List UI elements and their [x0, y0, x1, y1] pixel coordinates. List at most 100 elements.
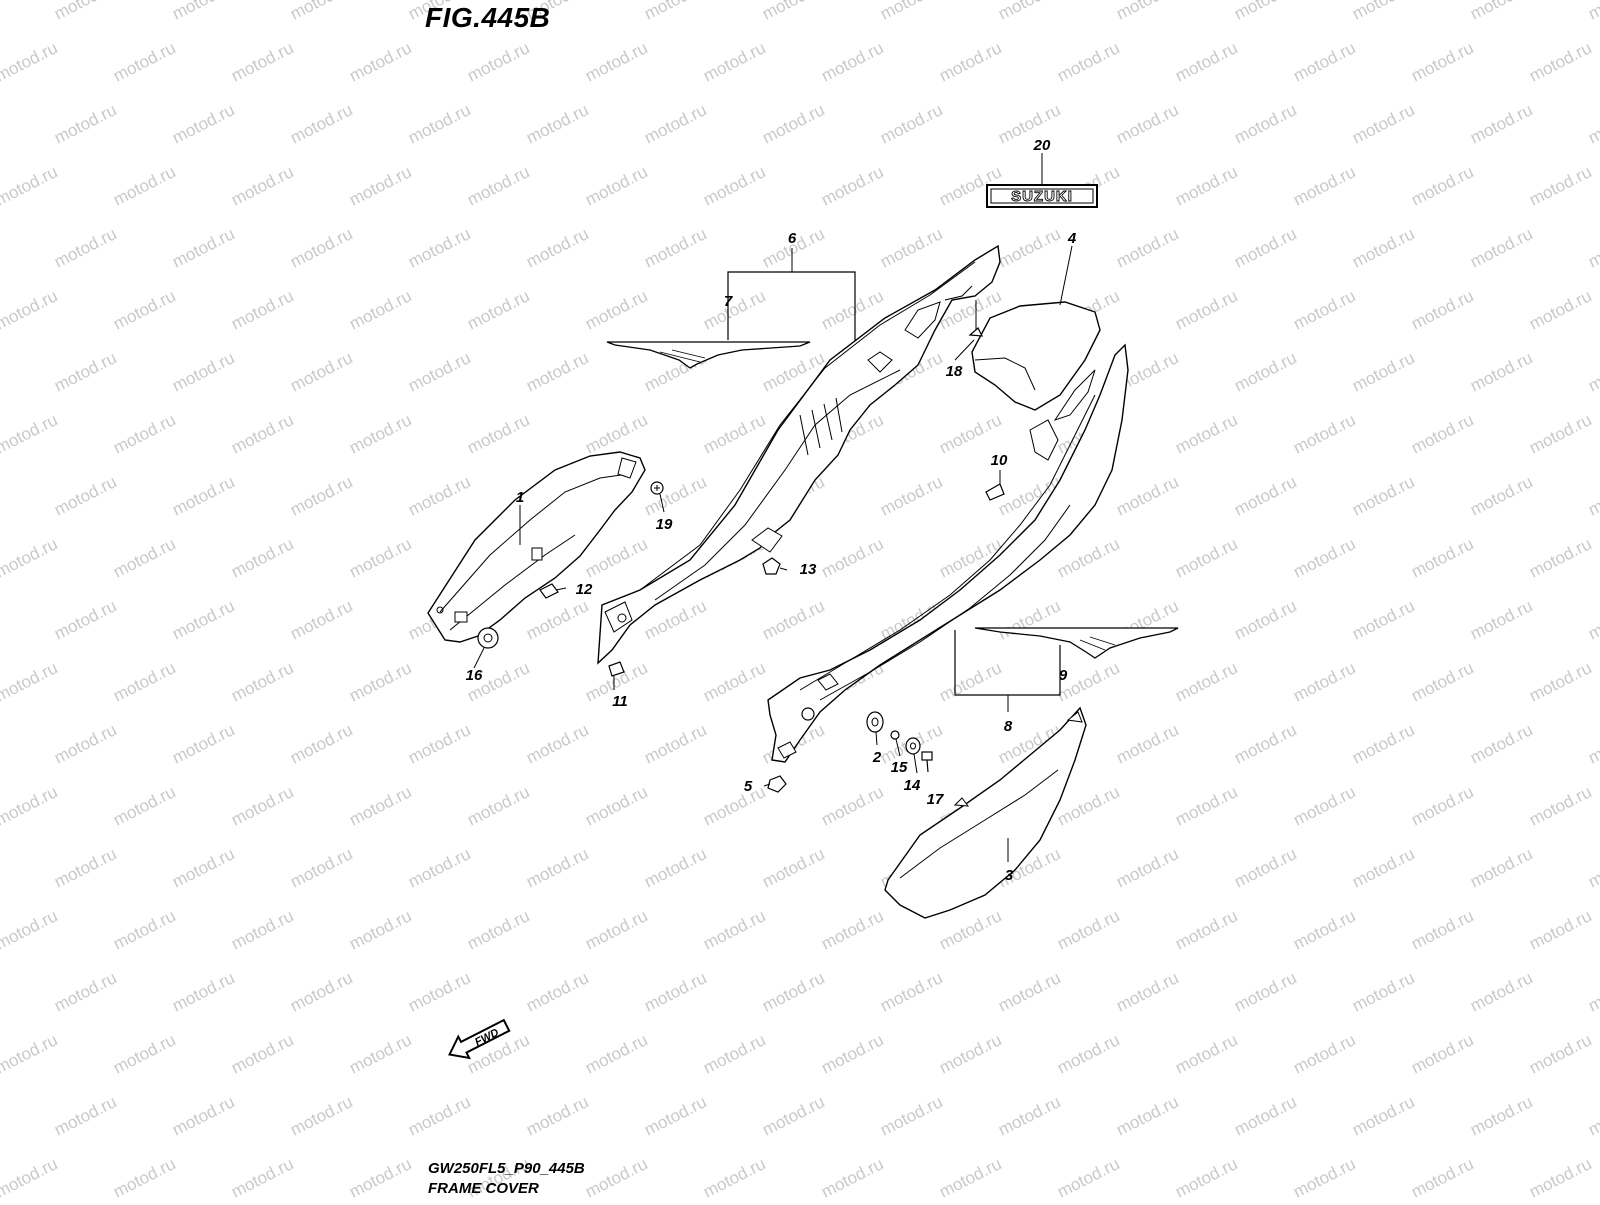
watermark-text: motod.ru: [1113, 0, 1181, 24]
watermark-text: motod.ru: [1231, 720, 1299, 767]
nut-13: [762, 557, 781, 575]
clip-12: [539, 583, 559, 599]
watermark-text: motod.ru: [405, 472, 473, 519]
watermark-text: motod.ru: [51, 720, 119, 767]
watermark-text: motod.ru: [1231, 596, 1299, 643]
watermark-text: motod.ru: [110, 782, 178, 829]
watermark-text: motod.ru: [936, 1030, 1004, 1077]
watermark-text: motod.ru: [405, 224, 473, 271]
watermark-text: motod.ru: [346, 1154, 414, 1200]
watermark-text: motod.ru: [1467, 0, 1535, 24]
watermark-text: motod.ru: [228, 1030, 296, 1077]
bracket-8-9: [954, 630, 1061, 712]
watermark-text: motod.ru: [169, 968, 237, 1015]
watermark-text: motod.ru: [1349, 968, 1417, 1015]
watermark-text: motod.ru: [169, 472, 237, 519]
watermark-text: motod.ru: [0, 534, 61, 581]
watermark-text: motod.ru: [1290, 286, 1358, 333]
watermark-text: motod.ru: [346, 782, 414, 829]
watermark-text: motod.ru: [110, 410, 178, 457]
figure-title: FIG.445B: [425, 2, 551, 33]
watermark-text: motod.ru: [818, 38, 886, 85]
watermark-text: motod.ru: [346, 286, 414, 333]
callout-19: 19: [656, 516, 673, 533]
watermark-text: motod.ru: [228, 658, 296, 705]
watermark-text: motod.ru: [1231, 968, 1299, 1015]
figure-code: GW250FL5_P90_445B: [428, 1160, 585, 1177]
watermark-text: motod.ru: [51, 0, 119, 24]
watermark-text: motod.ru: [1290, 782, 1358, 829]
watermark-text: motod.ru: [582, 782, 650, 829]
watermark-text: motod.ru: [1408, 534, 1476, 581]
watermark-text: motod.ru: [1172, 286, 1240, 333]
watermark-text: motod.ru: [818, 534, 886, 581]
watermark-text: motod.ru: [0, 782, 61, 829]
watermark-text: motod.ru: [1585, 844, 1600, 891]
watermark-text: motod.ru: [346, 410, 414, 457]
watermark-text: motod.ru: [464, 906, 532, 953]
watermark-text: motod.ru: [1467, 596, 1535, 643]
watermark-text: motod.ru: [818, 906, 886, 953]
watermark-text: motod.ru: [582, 38, 650, 85]
watermark-text: motod.ru: [228, 162, 296, 209]
watermark-text: motod.ru: [1054, 1030, 1122, 1077]
screw-18: [968, 300, 984, 337]
watermark-text: motod.ru: [582, 1030, 650, 1077]
watermark-text: motod.ru: [818, 1030, 886, 1077]
watermark-text: motod.ru: [169, 844, 237, 891]
watermark-text: motod.ru: [877, 1092, 945, 1139]
screw-19: [650, 481, 664, 495]
watermark-text: motod.ru: [1467, 968, 1535, 1015]
watermark-text: motod.ru: [51, 968, 119, 1015]
watermark-text: motod.ru: [1467, 472, 1535, 519]
watermark-text: motod.ru: [1408, 38, 1476, 85]
watermark-text: motod.ru: [110, 162, 178, 209]
watermark-text: motod.ru: [110, 286, 178, 333]
callout-20: 20: [1033, 137, 1051, 154]
callout-2: 2: [872, 749, 882, 766]
callout-10: 10: [991, 452, 1008, 469]
watermark-text: motod.ru: [405, 720, 473, 767]
watermark-text: motod.ru: [1349, 844, 1417, 891]
frame-cover-left: [597, 244, 1001, 665]
watermark-text: motod.ru: [1054, 38, 1122, 85]
watermark-text: motod.ru: [1290, 410, 1358, 457]
watermark-text: motod.ru: [169, 0, 237, 24]
watermark-text: motod.ru: [759, 100, 827, 147]
watermark-text: motod.ru: [110, 534, 178, 581]
watermark-text: motod.ru: [995, 0, 1063, 24]
watermark-text: motod.ru: [1585, 596, 1600, 643]
watermark-text: motod.ru: [51, 596, 119, 643]
cover-1: [427, 451, 646, 643]
watermark-text: motod.ru: [228, 38, 296, 85]
watermark-text: motod.ru: [346, 906, 414, 953]
watermark-text: motod.ru: [110, 1030, 178, 1077]
collar-15: [890, 730, 900, 740]
watermark-text: motod.ru: [346, 162, 414, 209]
watermark-text: motod.ru: [1113, 720, 1181, 767]
watermark-text: motod.ru: [464, 38, 532, 85]
watermark-text: motod.ru: [700, 410, 768, 457]
callout-7: 7: [724, 293, 733, 310]
watermark-text: motod.ru: [1231, 224, 1299, 271]
watermark-text: motod.ru: [1526, 782, 1594, 829]
watermark-text: motod.ru: [641, 472, 709, 519]
watermark-text: motod.ru: [1585, 100, 1600, 147]
watermark-text: motod.ru: [1113, 472, 1181, 519]
watermark-text: motod.ru: [110, 658, 178, 705]
watermark-text: motod.ru: [523, 596, 591, 643]
watermark-text: motod.ru: [0, 1030, 61, 1077]
watermark-text: motod.ru: [1349, 472, 1417, 519]
watermark-text: motod.ru: [523, 100, 591, 147]
watermark-text: motod.ru: [1349, 1092, 1417, 1139]
bracket-6-7: [727, 248, 856, 345]
callout-1: 1: [516, 489, 524, 506]
watermark-text: motod.ru: [228, 286, 296, 333]
watermark-text: motod.ru: [1585, 968, 1600, 1015]
callout-9: 9: [1059, 667, 1068, 684]
watermark-text: motod.ru: [1231, 472, 1299, 519]
watermark-text: motod.ru: [523, 224, 591, 271]
watermark-text: motod.ru: [1290, 534, 1358, 581]
watermark-text: motod.ru: [0, 658, 61, 705]
leader-lines: [473, 245, 1073, 862]
